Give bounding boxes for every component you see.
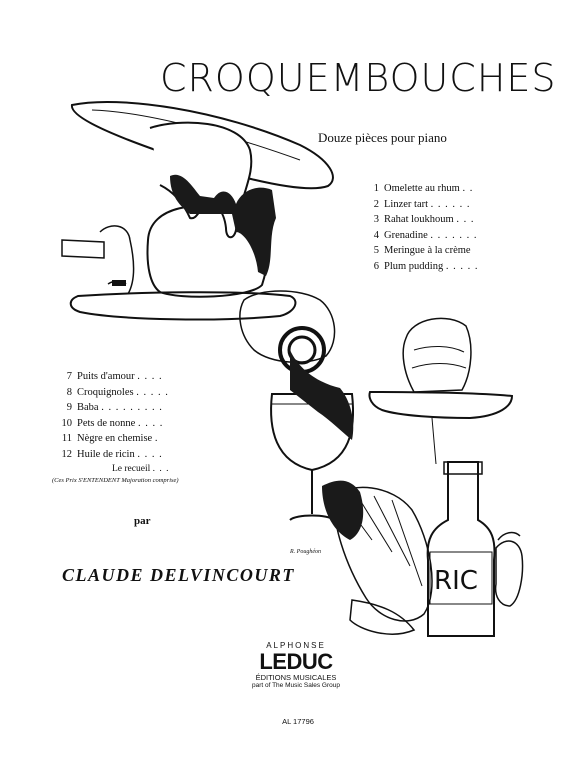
- figure-face: [494, 540, 524, 607]
- prices-note: (Ces Prix S'ENTENDENT Majoration compris…: [52, 477, 179, 484]
- dark-wash-right: [322, 480, 364, 540]
- publisher-editions: ÉDITIONS MUSICALES: [255, 673, 337, 682]
- dark-wash-center: [290, 350, 354, 440]
- catalog-number: AL 17796: [282, 717, 314, 726]
- page-title: CROQUEMBOUCHES: [160, 56, 557, 100]
- publisher-group: part of The Music Sales Group: [251, 682, 341, 689]
- dark-wash-top: [170, 174, 276, 276]
- lower-plate: [69, 291, 297, 321]
- right-dish: [368, 390, 514, 420]
- top-platter: [71, 100, 334, 190]
- by-label: par: [134, 515, 151, 527]
- bread-loaf: [334, 486, 433, 622]
- croissant-dessert: [402, 317, 472, 393]
- publisher-logo: ALPHONSE LEDUC ÉDITIONS MUSICALES part o…: [252, 641, 340, 690]
- wine-glass: [270, 393, 355, 472]
- collection-item: Le recueil . . .: [112, 464, 170, 474]
- bottle-label: RIC: [434, 566, 478, 596]
- publisher-brand: LEDUC: [259, 649, 333, 674]
- cream-puff: [239, 290, 336, 363]
- publisher-name: ALPHONSE: [266, 641, 326, 650]
- illustrator-signature: R. Poughéon: [290, 549, 321, 555]
- castor-oil-bottle: [426, 461, 496, 637]
- subtitle: Douze pièces pour piano: [318, 130, 447, 145]
- composer-name: CLAUDE DELVINCOURT: [62, 565, 295, 585]
